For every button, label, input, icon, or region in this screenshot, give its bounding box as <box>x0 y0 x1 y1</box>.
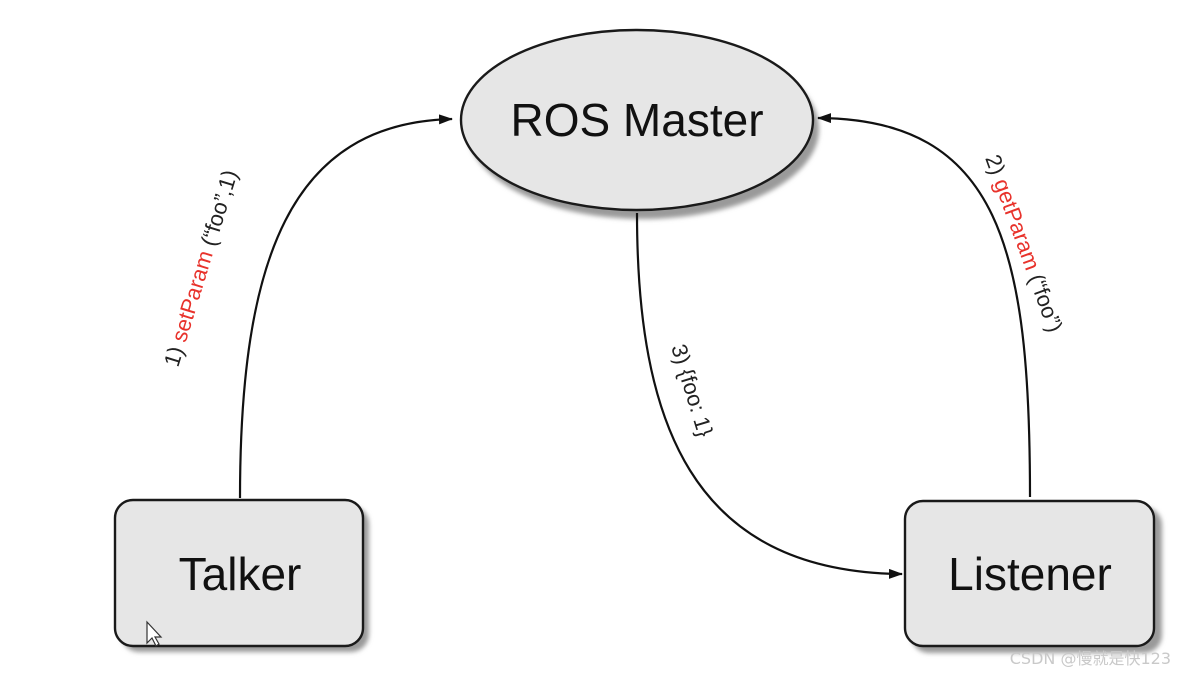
ros-master-node: ROS Master <box>459 28 815 212</box>
ros-master-shape <box>459 28 815 212</box>
listener-shape <box>903 499 1156 648</box>
get-param-arrow <box>817 113 1032 498</box>
listener-label: Listener <box>948 548 1112 600</box>
set-param-function: setParam <box>166 248 217 345</box>
set-param-args: (“foo”,1) <box>194 167 243 255</box>
mouse-cursor-icon <box>146 620 163 647</box>
set-param-arrow <box>238 114 453 499</box>
talker-label: Talker <box>179 548 302 600</box>
talker-node: Talker <box>113 498 365 648</box>
watermark: CSDN @慢就是快123 <box>1009 649 1171 668</box>
listener-node: Listener <box>903 499 1156 648</box>
get-param-label: 2) getParam (“foo”) <box>980 151 1067 335</box>
set-param-label: 1) setParam (“foo”,1) <box>159 167 243 370</box>
get-param-args: (“foo”) <box>1022 265 1068 336</box>
response-label: 3) {foo: 1} <box>666 341 718 440</box>
talker-shape <box>113 498 365 648</box>
ros-master-label: ROS Master <box>510 94 763 146</box>
response-arrow <box>635 212 903 579</box>
